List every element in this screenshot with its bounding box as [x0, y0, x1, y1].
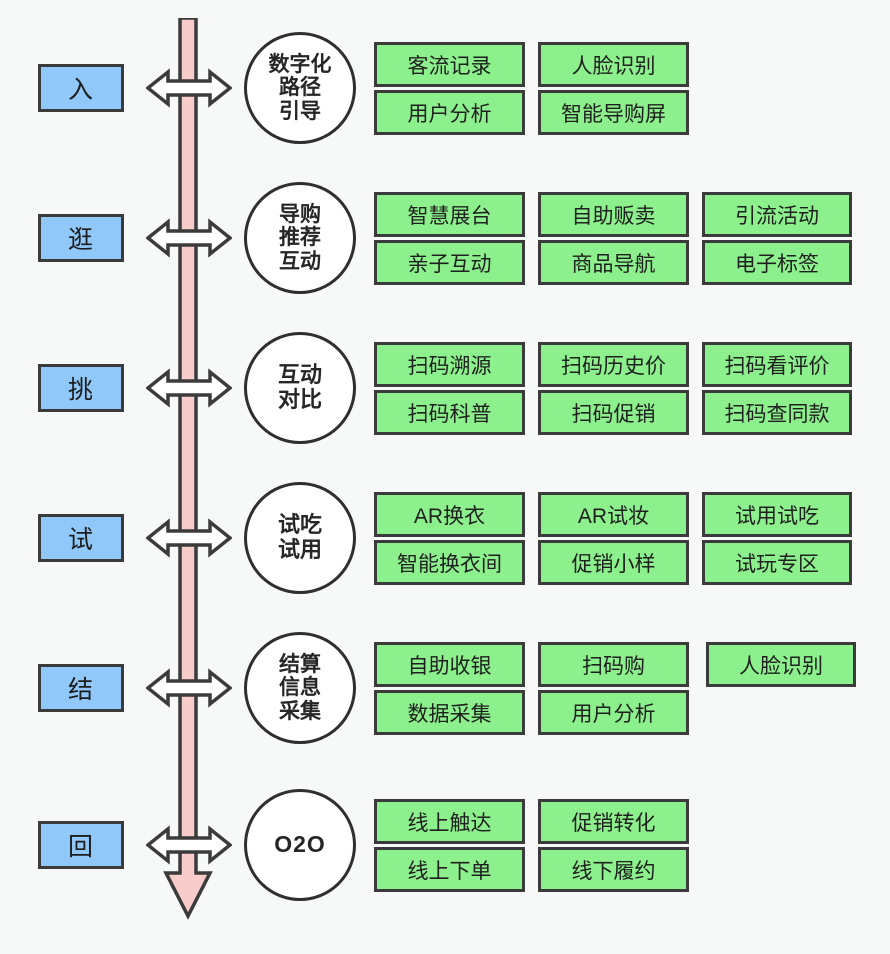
connector-double-arrow-5: [145, 823, 233, 867]
connector-double-arrow-3: [145, 516, 233, 560]
capability-tile[interactable]: 试用试吃: [702, 492, 852, 537]
capability-tile[interactable]: 亲子互动: [374, 240, 525, 285]
stage-box-5[interactable]: 回: [38, 821, 124, 869]
capability-tile[interactable]: 扫码科普: [374, 390, 525, 435]
double-arrow-icon: [145, 518, 233, 558]
journey-spine: [163, 18, 213, 920]
theme-circle-line: O2O: [274, 831, 326, 858]
capability-tile[interactable]: 线下履约: [538, 847, 689, 892]
theme-circle-line: 互动: [279, 249, 321, 273]
capability-tile[interactable]: 数据采集: [374, 690, 525, 735]
capability-tile[interactable]: 线上下单: [374, 847, 525, 892]
theme-circle-line: 试吃: [277, 512, 322, 538]
theme-circle-4[interactable]: 结算信息采集: [244, 632, 356, 744]
connector-double-arrow-1: [145, 216, 233, 260]
theme-circle-5[interactable]: O2O: [244, 789, 356, 901]
stage-box-2[interactable]: 挑: [38, 364, 124, 412]
theme-circle-1[interactable]: 导购推荐互动: [244, 182, 356, 294]
capability-tile[interactable]: 电子标签: [702, 240, 852, 285]
capability-tile[interactable]: AR试妆: [538, 492, 689, 537]
capability-tile[interactable]: 人脸识别: [706, 642, 856, 687]
double-arrow-icon: [145, 668, 233, 708]
capability-tile[interactable]: 智能导购屏: [538, 90, 689, 135]
connector-double-arrow-2: [145, 366, 233, 410]
capability-tile[interactable]: 客流记录: [374, 42, 525, 87]
theme-circle-line: 引导: [279, 99, 321, 123]
capability-tile[interactable]: AR换衣: [374, 492, 525, 537]
stage-box-3[interactable]: 试: [38, 514, 124, 562]
theme-circle-line: 对比: [277, 387, 322, 412]
capability-tile[interactable]: 智能换衣间: [374, 540, 525, 585]
stage-box-0[interactable]: 入: [38, 64, 124, 112]
theme-circle-line: 试用: [277, 537, 322, 562]
double-arrow-icon: [145, 68, 233, 108]
theme-circle-line: 信息: [279, 676, 321, 700]
capability-tile[interactable]: 促销转化: [538, 799, 689, 844]
stage-box-1[interactable]: 逛: [38, 214, 124, 262]
capability-tile[interactable]: 用户分析: [538, 690, 689, 735]
stage-box-4[interactable]: 结: [38, 664, 124, 712]
theme-circle-line: 结算: [279, 652, 321, 676]
theme-circle-line: 互动: [277, 362, 322, 388]
capability-tile[interactable]: 自助贩卖: [538, 192, 689, 237]
capability-tile[interactable]: 试玩专区: [702, 540, 852, 585]
capability-tile[interactable]: 自助收银: [374, 642, 525, 687]
connector-double-arrow-4: [145, 666, 233, 710]
double-arrow-icon: [145, 825, 233, 865]
capability-tile[interactable]: 用户分析: [374, 90, 525, 135]
capability-tile[interactable]: 扫码查同款: [702, 390, 852, 435]
theme-circle-line: 导购: [279, 202, 321, 226]
capability-tile[interactable]: 线上触达: [374, 799, 525, 844]
double-arrow-icon: [145, 368, 233, 408]
capability-tile[interactable]: 扫码促销: [538, 390, 689, 435]
theme-circle-2[interactable]: 互动对比: [244, 332, 356, 444]
theme-circle-line: 路径: [279, 76, 321, 100]
capability-tile[interactable]: 扫码历史价: [538, 342, 689, 387]
double-arrow-icon: [145, 218, 233, 258]
theme-circle-line: 采集: [279, 699, 321, 723]
connector-double-arrow-0: [145, 66, 233, 110]
theme-circle-3[interactable]: 试吃试用: [244, 482, 356, 594]
theme-circle-0[interactable]: 数字化路径引导: [244, 32, 356, 144]
capability-tile[interactable]: 引流活动: [702, 192, 852, 237]
capability-tile[interactable]: 扫码购: [538, 642, 689, 687]
capability-tile[interactable]: 促销小样: [538, 540, 689, 585]
capability-tile[interactable]: 智慧展台: [374, 192, 525, 237]
theme-circle-line: 推荐: [279, 226, 321, 250]
theme-circle-line: 数字化: [268, 52, 332, 76]
capability-tile[interactable]: 人脸识别: [538, 42, 689, 87]
capability-tile[interactable]: 扫码溯源: [374, 342, 525, 387]
capability-tile[interactable]: 商品导航: [538, 240, 689, 285]
capability-tile[interactable]: 扫码看评价: [702, 342, 852, 387]
